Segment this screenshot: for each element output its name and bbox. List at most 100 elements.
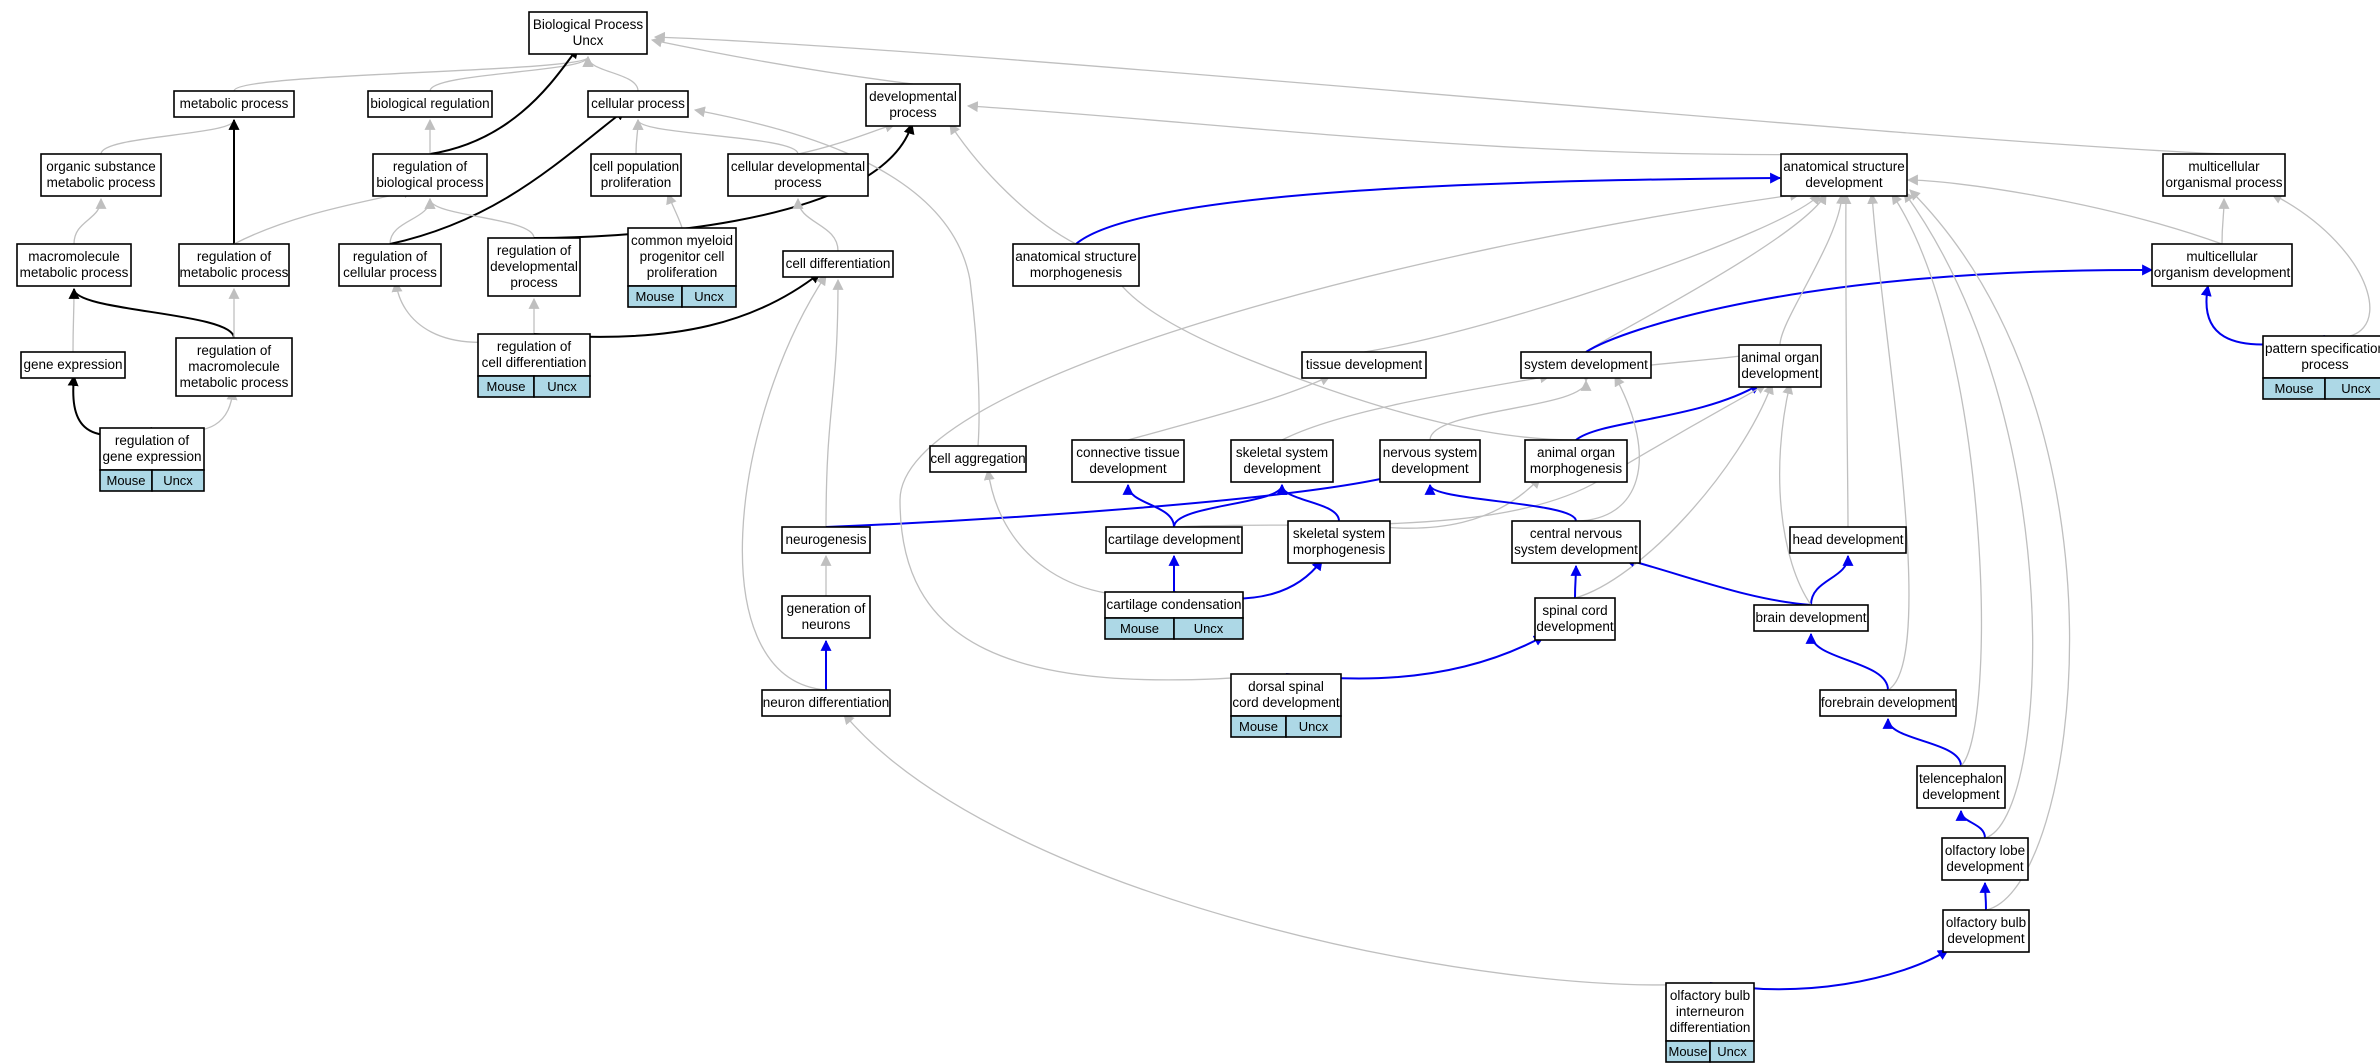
annotation-cell bbox=[1173, 617, 1244, 640]
node-label: proliferation bbox=[647, 265, 718, 280]
node-box bbox=[1753, 604, 1869, 632]
annotation-cell bbox=[1285, 715, 1342, 738]
node-label: morphogenesis bbox=[1030, 265, 1123, 280]
annotation-cell bbox=[2324, 377, 2380, 400]
node-geneexp[interactable]: gene expression bbox=[20, 351, 126, 379]
node-cartdev[interactable]: cartilage development bbox=[1105, 526, 1243, 554]
node-box bbox=[1534, 597, 1616, 641]
node-brain[interactable]: brain development bbox=[1753, 604, 1869, 632]
node-label: development bbox=[1243, 461, 1321, 476]
node-olfinter[interactable]: olfactory bulbinterneurondifferentiation… bbox=[1665, 982, 1755, 1063]
edge-regmacro-to-macro bbox=[68, 287, 235, 339]
edge-conntissue-to-tissue bbox=[1127, 375, 1331, 441]
edge-brain-to-headdev bbox=[1810, 554, 1854, 606]
node-label: development bbox=[1805, 175, 1883, 190]
node-box bbox=[2162, 153, 2286, 197]
edge-olfbulb-to-olflobe bbox=[1979, 881, 1991, 911]
node-label: organic substance bbox=[46, 159, 156, 174]
node-neurondiff[interactable]: neuron differentiation bbox=[761, 689, 891, 717]
edge-anatdev-to-devproc bbox=[966, 101, 1845, 156]
node-box bbox=[2262, 335, 2380, 379]
node-box bbox=[1524, 439, 1628, 483]
node-box bbox=[1941, 837, 2029, 881]
node-label: multicellular bbox=[2186, 249, 2258, 264]
edge-sysdev-to-multidev bbox=[1585, 264, 2154, 353]
edge-neurondiff-to-celldiff bbox=[741, 274, 827, 691]
edge-telen-to-anatdev bbox=[1891, 193, 1983, 767]
node-box bbox=[727, 153, 869, 197]
node-label: cord development bbox=[1232, 695, 1340, 710]
node-neurogenesis[interactable]: neurogenesis bbox=[781, 526, 871, 554]
node-box bbox=[175, 337, 293, 397]
edge-olfinter-to-neurondiff bbox=[843, 713, 1711, 986]
node-label: morphogenesis bbox=[1293, 542, 1386, 557]
node-label: Biological Process bbox=[533, 17, 644, 32]
node-label: metabolic process bbox=[180, 96, 289, 111]
node-label: cellular developmental bbox=[731, 159, 865, 174]
node-label: progenitor cell bbox=[640, 249, 725, 264]
annotation-label: Uncx bbox=[2341, 381, 2371, 396]
node-metabolic[interactable]: metabolic process bbox=[173, 90, 295, 118]
node-box bbox=[1105, 526, 1243, 554]
node-forebrain[interactable]: forebrain development bbox=[1819, 689, 1957, 717]
edge-nervdev-to-sysdev bbox=[1429, 379, 1592, 441]
edge-sysdev-to-anatdev bbox=[1585, 193, 1827, 353]
node-headdev[interactable]: head development bbox=[1789, 526, 1907, 554]
node-cellagg[interactable]: cell aggregation bbox=[929, 445, 1027, 473]
annotation-label: Uncx bbox=[547, 379, 577, 394]
node-label: telencephalon bbox=[1919, 771, 2003, 786]
node-label: anatomical structure bbox=[1783, 159, 1905, 174]
node-label: developmental bbox=[869, 89, 957, 104]
annotation-label: Uncx bbox=[163, 473, 193, 488]
edge-macro-to-organic bbox=[73, 197, 107, 245]
node-bioreg[interactable]: biological regulation bbox=[367, 90, 493, 118]
node-sysdev[interactable]: system development bbox=[1520, 351, 1652, 379]
annotation-cell bbox=[681, 285, 737, 308]
node-box bbox=[761, 689, 891, 717]
node-tissue[interactable]: tissue development bbox=[1301, 351, 1427, 379]
node-label: neuron differentiation bbox=[763, 695, 890, 710]
node-label: process bbox=[889, 105, 937, 120]
node-cellular[interactable]: cellular process bbox=[587, 90, 689, 118]
node-box bbox=[20, 351, 126, 379]
node-celldiff[interactable]: cell differentiation bbox=[782, 250, 894, 278]
edge-skeldev-to-sysdev bbox=[1281, 372, 1552, 441]
edge-anatmorph-to-anatdev bbox=[1075, 172, 1782, 245]
node-label: head development bbox=[1792, 532, 1903, 547]
node-box bbox=[781, 595, 871, 639]
node-box bbox=[587, 90, 689, 118]
